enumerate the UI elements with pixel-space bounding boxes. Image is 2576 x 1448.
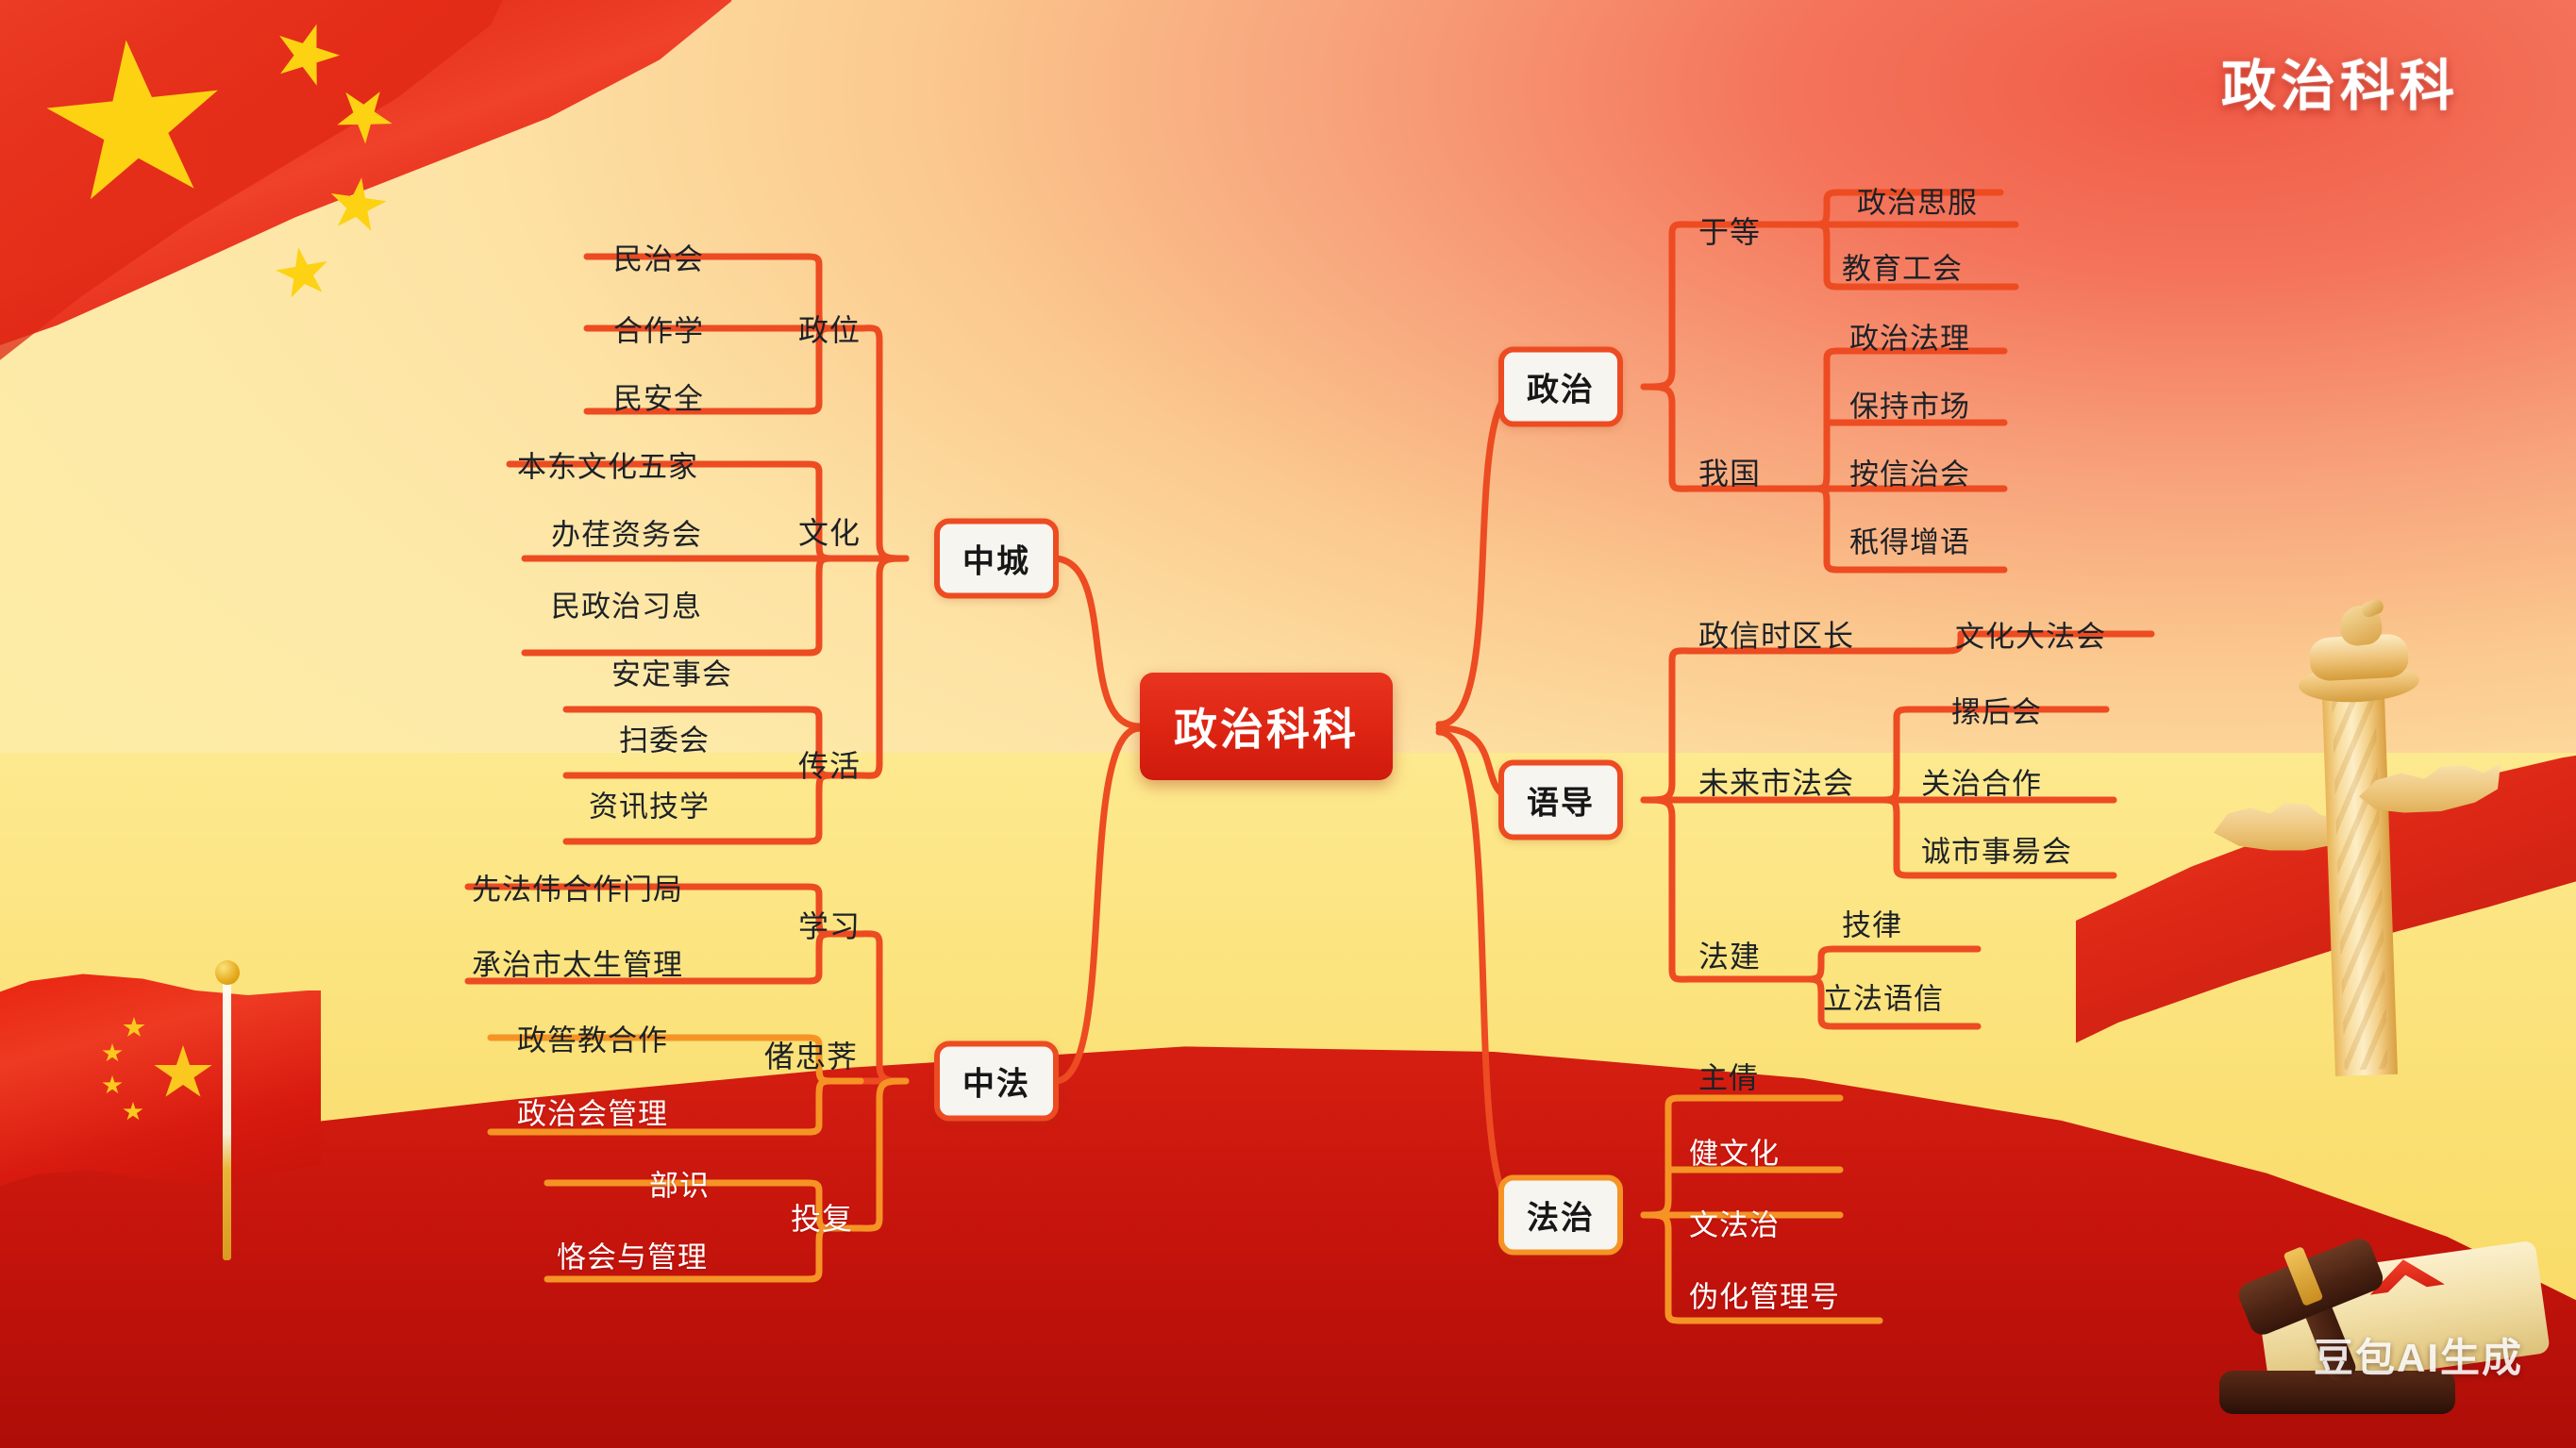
- branch-node-yudao[interactable]: 语导: [1498, 759, 1623, 841]
- leaf-node[interactable]: 本东文化五家: [517, 450, 698, 484]
- leaf-node[interactable]: 文法治: [1689, 1208, 1780, 1242]
- gavel-and-scroll-icon: [2219, 1199, 2551, 1416]
- group-label-toufu[interactable]: 投复: [791, 1202, 854, 1236]
- group-label-chuanhuo[interactable]: 传活: [798, 749, 861, 783]
- leaf-node[interactable]: 安定事会: [611, 657, 732, 691]
- group-label-woguo[interactable]: 我国: [1698, 457, 1762, 491]
- mindmap-root-node[interactable]: 政治科科: [1140, 673, 1393, 780]
- branch-node-zhongcheng[interactable]: 中城: [934, 518, 1059, 599]
- leaf-node[interactable]: 政治会管理: [517, 1097, 668, 1131]
- leaf-node[interactable]: 保持市场: [1849, 390, 1970, 424]
- leaf-node[interactable]: 资讯技学: [589, 790, 710, 824]
- leaf-node[interactable]: 摞后会: [1951, 695, 2042, 729]
- group-label-fajian[interactable]: 法建: [1698, 940, 1762, 974]
- leaf-node[interactable]: 秖得增语: [1849, 525, 1970, 559]
- leaf-node[interactable]: 承治市太生管理: [472, 948, 683, 982]
- flag-pole: [223, 977, 231, 1260]
- leaf-node[interactable]: 部识: [649, 1169, 710, 1203]
- leaf-node[interactable]: 文化大法会: [1955, 620, 2106, 654]
- leaf-node[interactable]: 民安全: [613, 382, 704, 416]
- leaf-node[interactable]: 技律: [1842, 908, 1902, 942]
- leaf-node[interactable]: 先法伟合作门局: [472, 873, 683, 907]
- leaf-node[interactable]: 教育工会: [1842, 252, 1963, 286]
- group-label-zhengxinshiquzhang[interactable]: 政信时区长: [1698, 619, 1855, 653]
- leaf-node[interactable]: 扫委会: [619, 724, 710, 757]
- group-label-chezhongji[interactable]: 偖忠荠: [764, 1040, 859, 1074]
- leaf-node[interactable]: 政治法理: [1849, 322, 1970, 356]
- leaf-node[interactable]: 办荏资务会: [551, 518, 702, 552]
- chinese-flag-bottom-left: [0, 943, 387, 1260]
- watermark-label: 豆包AI生成: [2313, 1336, 2523, 1380]
- leaf-node[interactable]: 诚市事昜会: [1921, 835, 2072, 869]
- leaf-node[interactable]: 主倩: [1698, 1061, 1759, 1095]
- leaf-node[interactable]: 立法语信: [1823, 982, 1944, 1016]
- group-label-yudeng[interactable]: 于等: [1698, 215, 1762, 249]
- group-label-xuexi[interactable]: 学习: [798, 909, 861, 943]
- branch-node-zhengzhi[interactable]: 政治: [1498, 346, 1623, 427]
- leaf-node[interactable]: 民治会: [613, 242, 704, 276]
- leaf-node[interactable]: 伪化管理号: [1689, 1280, 1840, 1314]
- page-title: 政治科科: [2220, 56, 2459, 117]
- flag-cloth: [0, 974, 321, 1189]
- group-label-zhengwei[interactable]: 政位: [798, 313, 861, 347]
- flag-pole-finial: [215, 960, 240, 985]
- leaf-node[interactable]: 政治思服: [1857, 186, 1978, 220]
- leaf-node[interactable]: 合作学: [613, 314, 704, 348]
- leaf-node[interactable]: 政筶教合作: [517, 1024, 668, 1057]
- leaf-node[interactable]: 健文化: [1689, 1137, 1780, 1171]
- group-label-weilaishifahui[interactable]: 未来市法会: [1698, 766, 1855, 800]
- branch-node-zhongfa[interactable]: 中法: [934, 1040, 1059, 1122]
- leaf-node[interactable]: 恪会与管理: [557, 1240, 708, 1274]
- leaf-node[interactable]: 民政治习息: [551, 590, 702, 624]
- leaf-node[interactable]: 关治合作: [1921, 767, 2042, 801]
- group-label-wenhua[interactable]: 文化: [798, 516, 861, 550]
- branch-node-fazhi[interactable]: 法治: [1498, 1174, 1623, 1256]
- leaf-node[interactable]: 按信治会: [1849, 458, 1970, 491]
